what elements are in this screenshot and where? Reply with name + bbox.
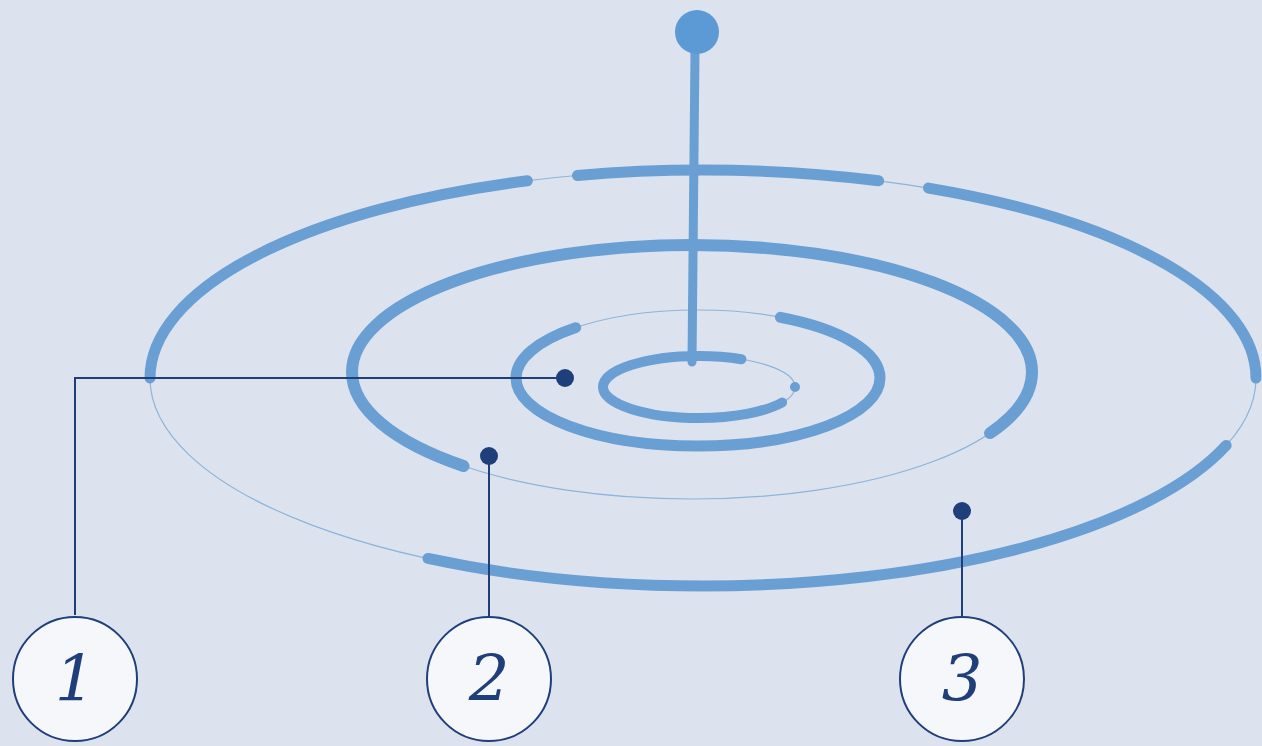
water-drop xyxy=(675,10,719,54)
leader-line xyxy=(961,511,963,616)
callout-number: 2 xyxy=(469,647,510,711)
callout-number: 3 xyxy=(942,647,983,711)
drop-stream xyxy=(692,50,695,362)
leader-dot xyxy=(953,502,971,520)
leader-line xyxy=(488,456,490,616)
ring-outline xyxy=(603,356,795,418)
callout-circle xyxy=(427,617,551,741)
callout-circle xyxy=(900,617,1024,741)
callout-circles xyxy=(13,617,1024,741)
leader-dots xyxy=(480,369,971,520)
leader-dot xyxy=(556,369,574,387)
callout-number: 1 xyxy=(55,647,96,711)
leader-line xyxy=(75,378,565,615)
ring-outline xyxy=(516,310,880,446)
callout-circle xyxy=(13,617,137,741)
leader-lines xyxy=(75,378,962,616)
ring-stroke xyxy=(516,310,880,446)
leader-dot xyxy=(480,447,498,465)
ring-stroke xyxy=(603,356,795,418)
